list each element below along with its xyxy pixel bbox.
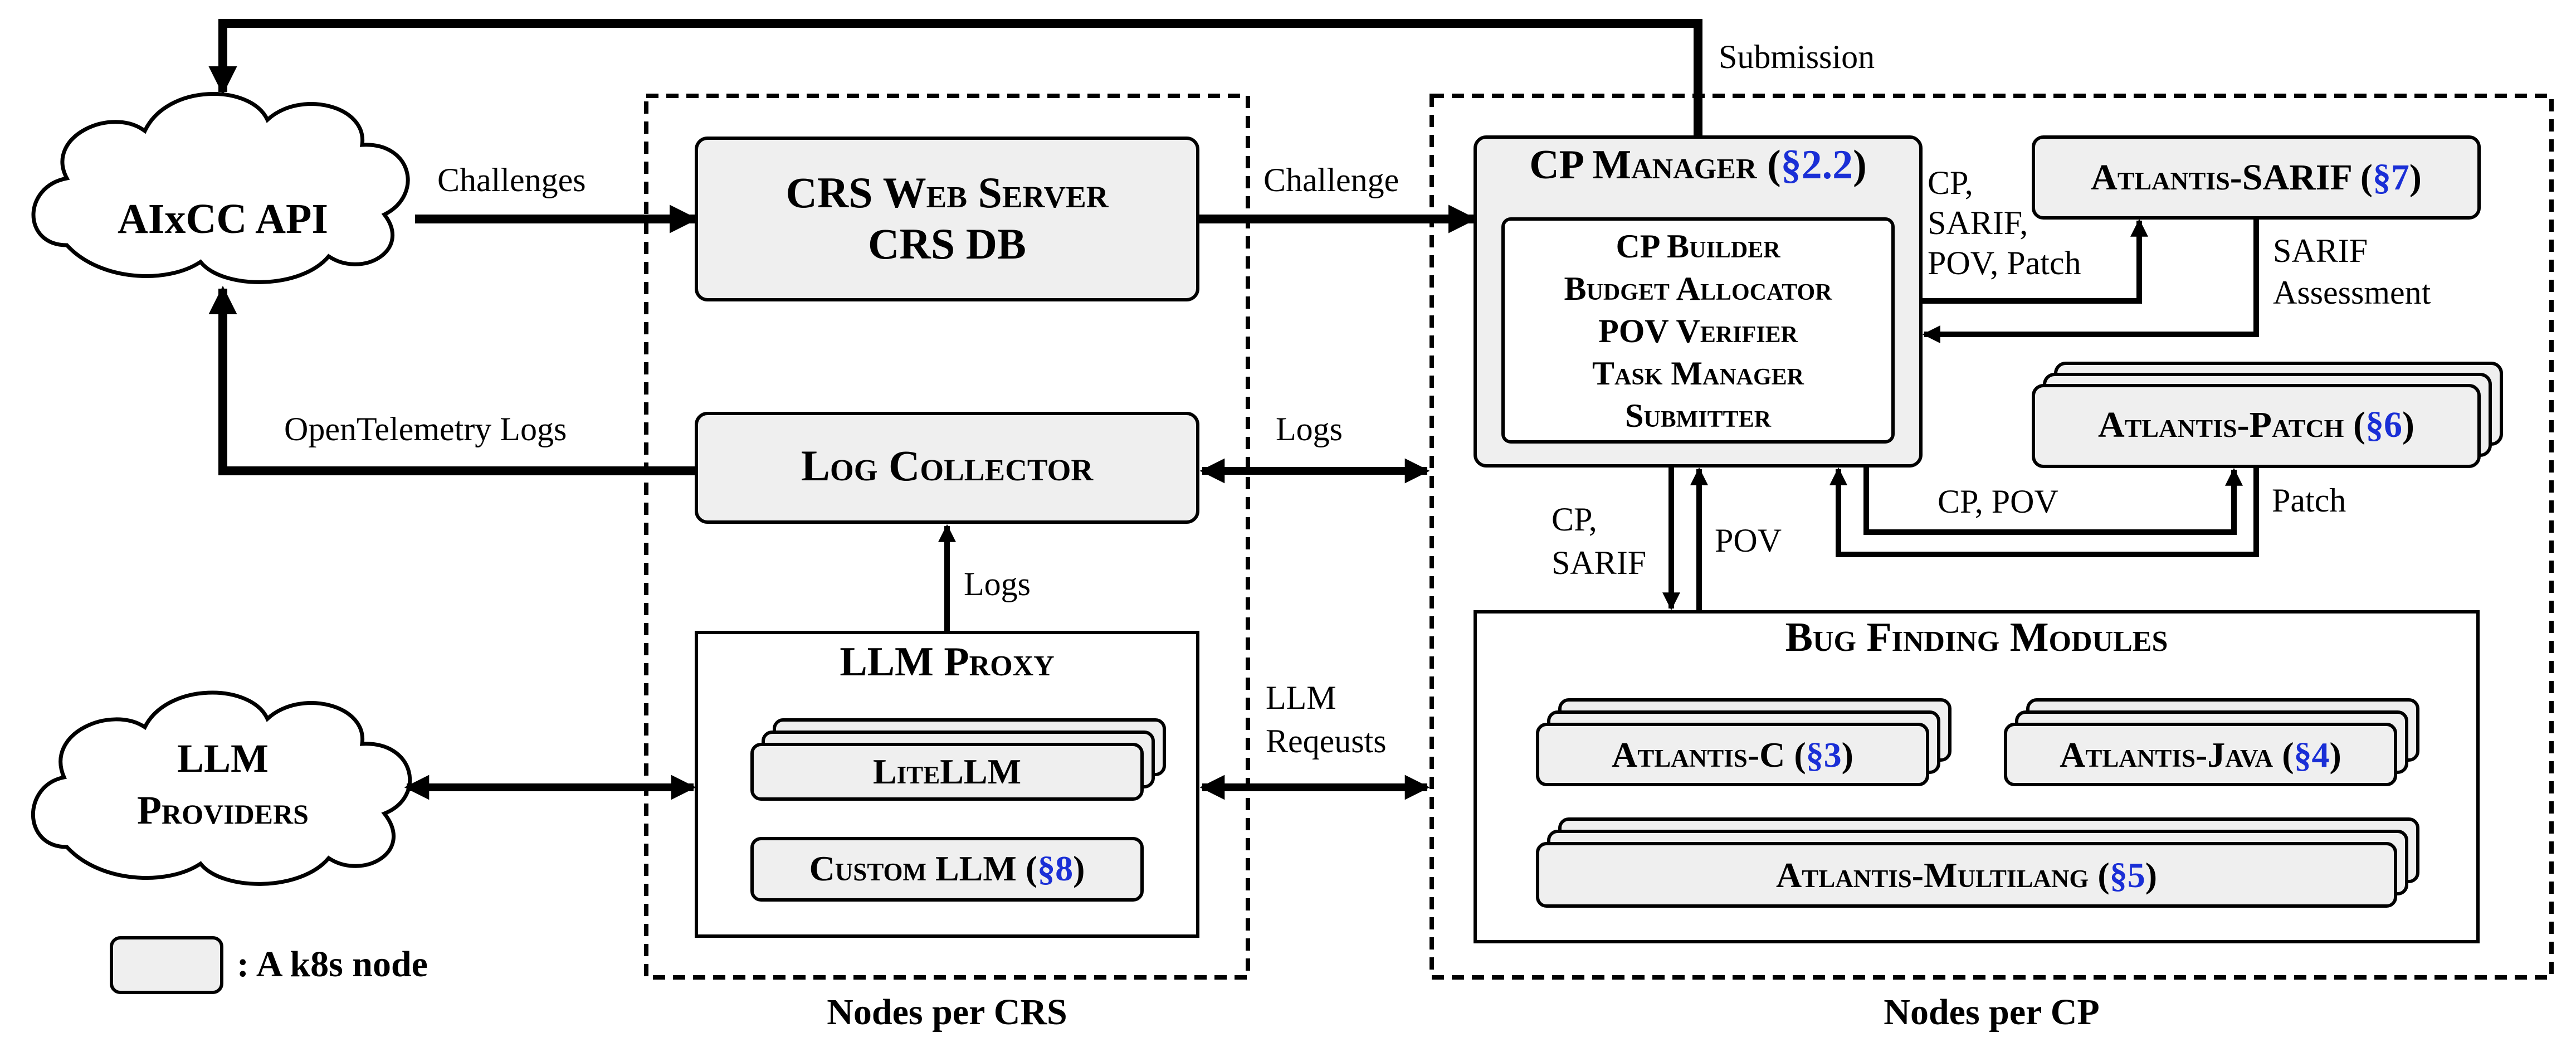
task-manager-label: Task Manager [1592, 355, 1804, 392]
log-collector-label: Log Collector [801, 441, 1094, 490]
svg-text:Atlantis-Java (§4): Atlantis-Java (§4) [2060, 735, 2341, 775]
litellm-node: LiteLLM [750, 718, 1166, 801]
patch-arrow [1829, 466, 2259, 557]
nodes-per-cp-group [1430, 94, 2554, 980]
crs-web-server-node: CRS Web Server CRS DB [695, 137, 1199, 301]
cp-sarif-pov-patch-label-2: SARIF, [1928, 204, 2028, 241]
atlantis-multilang-node: Atlantis-Multilang (§5) [1536, 817, 2419, 908]
svg-text:Custom LLM (§8): Custom LLM (§8) [809, 849, 1085, 888]
svg-text:Atlantis-C (§3): Atlantis-C (§3) [1612, 735, 1853, 775]
patch-label: Patch [2272, 482, 2346, 519]
cp-manager-title: CP Manager [1529, 142, 1758, 188]
atlantis-multilang-label: Atlantis-Multilang [1776, 855, 2089, 895]
atlantis-c-node: Atlantis-C (§3) [1536, 698, 1951, 786]
atlantis-c-ref: §3 [1806, 735, 1842, 775]
custom-llm-ref: §8 [1037, 849, 1073, 888]
cp-sarif-down-label-2: SARIF [1552, 544, 1646, 581]
cp-to-sarif-arrow [1921, 218, 2149, 304]
budget-allocator-label: Budget Allocator [1564, 270, 1833, 307]
aixcc-api-cloud: AIxCC API [31, 92, 410, 284]
llm-providers-label-2: Providers [137, 788, 309, 832]
custom-llm-label: Custom LLM [809, 849, 1017, 888]
submission-arrow [208, 19, 1702, 137]
cp-sarif-down-label-1: CP, [1552, 501, 1597, 538]
svg-text:Atlantis-Patch (§6): Atlantis-Patch (§6) [2098, 405, 2414, 445]
atlantis-patch-ref: §6 [2365, 405, 2402, 445]
cp-pov-arrow [1863, 466, 2243, 535]
atlantis-sarif-ref: §7 [2373, 157, 2409, 198]
llm-providers-cloud: LLM Providers [31, 690, 412, 886]
llm-requests-label-2: Reqeusts [1266, 723, 1387, 759]
bug-finding-title: Bug Finding Modules [1785, 615, 2168, 660]
submission-label: Submission [1719, 38, 1875, 75]
cp-sarif-pov-patch-label-3: POV, Patch [1928, 245, 2081, 281]
opentelemetry-logs-arrow [208, 285, 696, 475]
custom-llm-node: Custom LLM (§8) [750, 837, 1144, 902]
atlantis-patch-label: Atlantis-Patch [2098, 405, 2344, 445]
crs-db-label: CRS DB [868, 220, 1026, 268]
legend: : A k8s node [110, 936, 428, 994]
cp-pov-label: CP, POV [1938, 483, 2058, 520]
llm-requests-label-1: LLM [1266, 679, 1336, 716]
svg-text:Atlantis-Multilang (§5): Atlantis-Multilang (§5) [1776, 855, 2157, 895]
atlantis-multilang-ref: §5 [2110, 855, 2145, 895]
svg-text:Atlantis-SARIF (§7): Atlantis-SARIF (§7) [2091, 157, 2422, 198]
atlantis-java-label: Atlantis-Java [2060, 735, 2273, 775]
nodes-per-crs-label: Nodes per CRS [827, 992, 1067, 1033]
nodes-per-crs-group [644, 94, 1250, 980]
cp-sarif-pov-patch-label-1: CP, [1928, 164, 1973, 201]
logs-proxy-label: Logs [964, 566, 1031, 602]
atlantis-patch-node: Atlantis-Patch (§6) [2032, 362, 2503, 468]
cp-manager-inner [1501, 217, 1895, 444]
atlantis-java-node: Atlantis-Java (§4) [2004, 698, 2419, 786]
litellm-label: LiteLLM [873, 752, 1021, 791]
cp-manager-ref: §2.2 [1781, 142, 1853, 188]
sarif-assessment-arrow [1922, 218, 2259, 344]
legend-label: : A k8s node [237, 944, 428, 985]
llm-proxy-node: LLM Proxy LiteLLM Custom LLM (§8) [695, 631, 1199, 938]
svg-text:CP Manager (§2.2): CP Manager (§2.2) [1529, 142, 1867, 188]
atlantis-c-label: Atlantis-C [1612, 735, 1785, 775]
opentelemetry-logs-label: OpenTelemetry Logs [284, 411, 567, 447]
sarif-assessment-label-1: SARIF [2273, 232, 2368, 269]
sarif-assessment-label-2: Assessment [2273, 274, 2431, 311]
pov-up-label: POV [1715, 522, 1782, 559]
log-collector-node: Log Collector [695, 412, 1199, 524]
llm-proxy-title: LLM Proxy [840, 639, 1054, 685]
legend-node-swatch [110, 936, 223, 994]
atlantis-java-ref: §4 [2294, 735, 2330, 775]
challenge-label: Challenge [1263, 162, 1399, 198]
cp-builder-label: CP Builder [1616, 228, 1780, 265]
challenges-label: Challenges [437, 162, 586, 198]
pov-verifier-label: POV Verifier [1598, 313, 1798, 349]
nodes-per-cp-label: Nodes per CP [1884, 992, 2099, 1033]
aixcc-api-label: AIxCC API [118, 196, 328, 242]
submitter-label: Submitter [1625, 397, 1772, 434]
atlantis-sarif-label: Atlantis-SARIF [2091, 157, 2351, 198]
bug-finding-modules-node: Bug Finding Modules Atlantis-C (§3) Atla… [1474, 610, 2480, 943]
atlantis-sarif-node: Atlantis-SARIF (§7) [2032, 135, 2481, 220]
cp-manager-node: CP Manager (§2.2) CP Builder Budget Allo… [1474, 135, 1923, 468]
llm-providers-label-1: LLM [177, 736, 269, 781]
crs-web-server-label: CRS Web Server [786, 168, 1109, 217]
logs-crs-cp-label: Logs [1276, 411, 1343, 447]
